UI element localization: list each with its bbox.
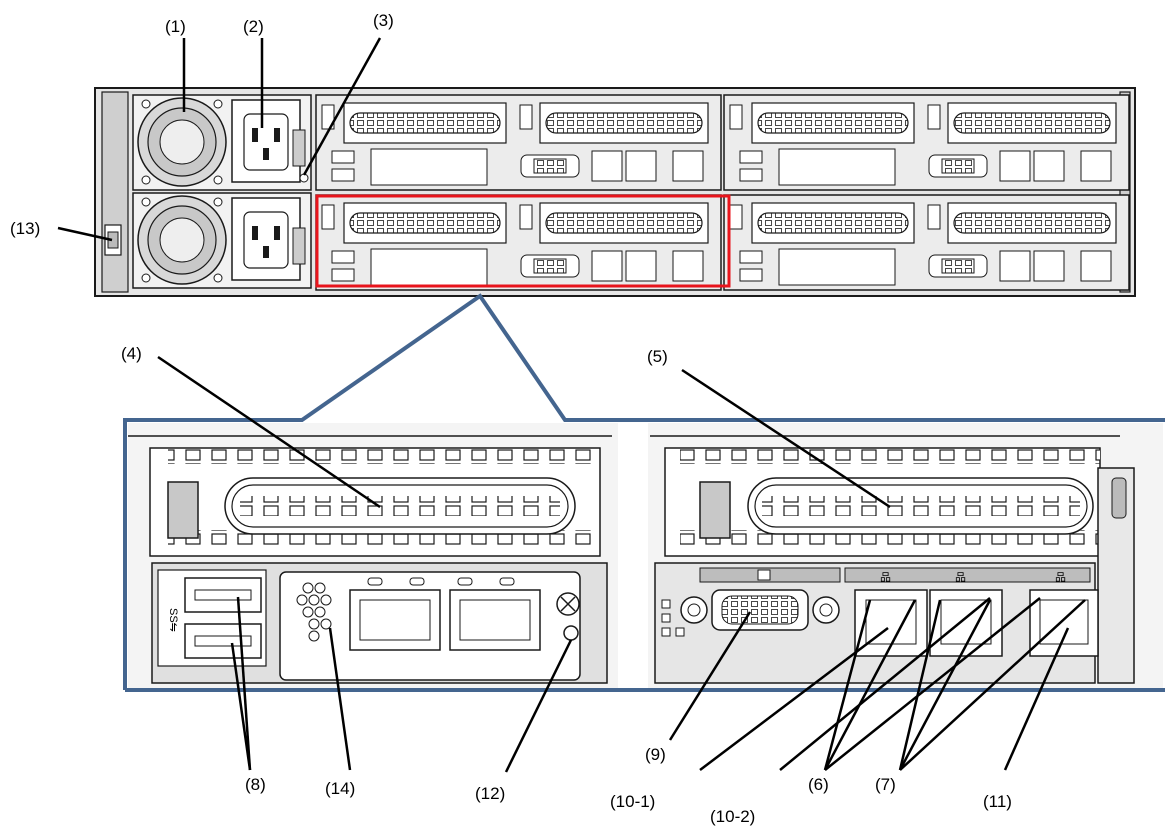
callout-13: (13) bbox=[10, 220, 40, 237]
callout-2: (2) bbox=[243, 18, 264, 35]
lan-port-icon bbox=[1081, 151, 1111, 181]
power-supply-1 bbox=[133, 95, 311, 190]
lan-port-icon bbox=[1000, 151, 1030, 181]
callout-10-2: (10-2) bbox=[710, 808, 755, 825]
power-supply-2 bbox=[133, 193, 311, 288]
chassis-rear-view bbox=[95, 88, 1135, 296]
lan-port-icon bbox=[592, 151, 622, 181]
monitor-symbol-icon bbox=[758, 570, 770, 580]
lan-port-icon bbox=[1000, 251, 1030, 281]
callout-4: (4) bbox=[121, 345, 142, 362]
lan-port-icon bbox=[626, 151, 656, 181]
status-led-icon bbox=[564, 626, 578, 640]
lan-port-icon bbox=[592, 251, 622, 281]
callout-12: (12) bbox=[475, 785, 505, 802]
lan-port-icon bbox=[626, 251, 656, 281]
callout-1: (1) bbox=[165, 18, 186, 35]
usb-ss-icon: SS⇋ bbox=[167, 608, 179, 632]
status-led-icon bbox=[300, 174, 308, 182]
callout-6: (6) bbox=[808, 776, 829, 793]
lan-port-icon bbox=[673, 151, 703, 181]
network-symbol-icon: 品 bbox=[1055, 571, 1066, 584]
lan-port-icon bbox=[1034, 151, 1064, 181]
lan-port-icon bbox=[673, 251, 703, 281]
callout-7: (7) bbox=[875, 776, 896, 793]
callout-14: (14) bbox=[325, 780, 355, 797]
node-module bbox=[724, 95, 1129, 190]
network-symbol-icon: 品 bbox=[880, 571, 891, 584]
enlarged-view-left: SS⇋ bbox=[128, 423, 618, 688]
chassis-left-ear bbox=[102, 92, 128, 292]
enlarged-view-right: 品 品 品 bbox=[648, 423, 1163, 688]
callout-11: (11) bbox=[983, 793, 1012, 810]
callout-10-1: (10-1) bbox=[610, 793, 655, 810]
network-symbol-icon: 品 bbox=[955, 571, 966, 584]
node-module bbox=[316, 95, 721, 190]
callout-5: (5) bbox=[647, 348, 668, 365]
node-module bbox=[724, 195, 1129, 290]
callout-8: (8) bbox=[245, 776, 266, 793]
node-module bbox=[316, 195, 721, 290]
callout-9: (9) bbox=[645, 746, 666, 763]
callout-3: (3) bbox=[373, 12, 394, 29]
lan-port-icon bbox=[1081, 251, 1111, 281]
lan-port-icon bbox=[1034, 251, 1064, 281]
